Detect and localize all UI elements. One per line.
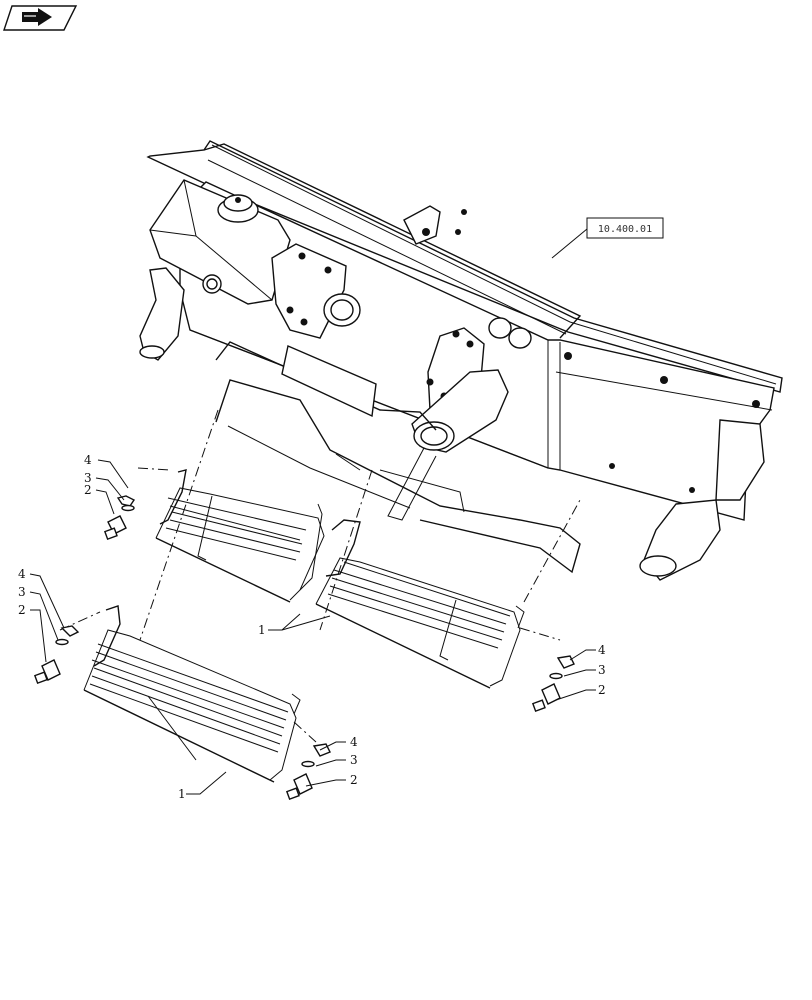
oil-cooler-lower-right — [315, 519, 525, 689]
callout-leaders — [29, 459, 596, 795]
callout-label: 3 — [350, 753, 358, 767]
callout-labels: 4 3 2 4 3 2 1 4 3 2 4 3 2 1 — [18, 453, 606, 801]
callout-label: 3 — [18, 585, 26, 599]
callout-label: 4 — [350, 735, 358, 749]
callout-label: 4 — [84, 453, 92, 467]
callout-label: 2 — [18, 603, 26, 617]
radiator-housing — [139, 140, 783, 581]
reference-label: 10.400.01 — [598, 224, 652, 235]
back-arrow-icon — [22, 8, 52, 26]
callout-label: 1 — [258, 623, 266, 637]
callout-label: 3 — [598, 663, 606, 677]
fastener-set-bottom — [285, 743, 331, 801]
callout-label: 4 — [18, 567, 26, 581]
callout-label: 3 — [84, 471, 92, 485]
oil-cooler-bottom-left — [83, 605, 301, 783]
callout-label: 1 — [178, 787, 186, 801]
reference-link-10-400-01[interactable]: 10.400.01 — [551, 217, 664, 259]
fastener-set-right — [531, 655, 575, 713]
callout-label: 4 — [598, 643, 606, 657]
callout-label: 2 — [350, 773, 358, 787]
callout-label: 2 — [84, 483, 92, 497]
alignment-lines — [59, 409, 581, 743]
fastener-set-upper-left — [103, 495, 136, 541]
oil-cooler-upper-left — [155, 469, 325, 603]
nav-back-button[interactable] — [3, 5, 78, 31]
callout-label: 2 — [598, 683, 606, 697]
fastener-set-left — [33, 625, 80, 685]
